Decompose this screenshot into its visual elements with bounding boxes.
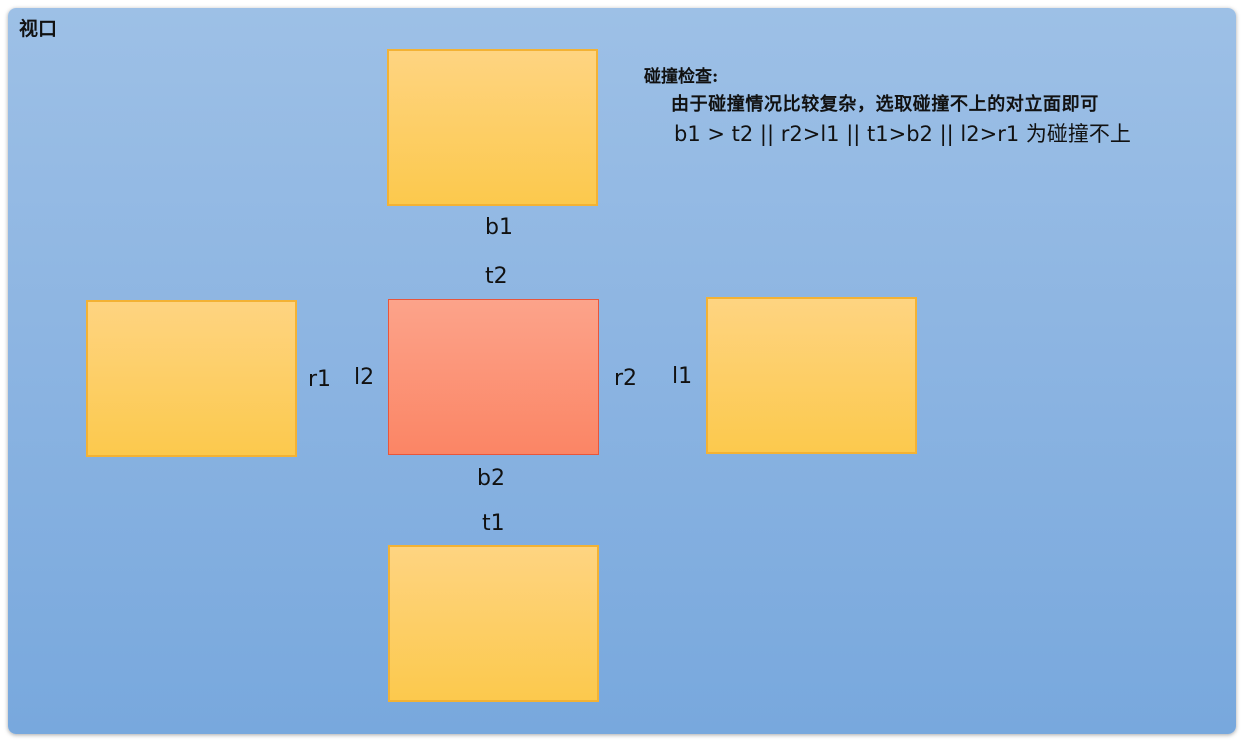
note-formula: b1 > t2 || r2>l1 || t1>b2 || l2>r1 为碰撞不上 — [674, 122, 1131, 146]
top-box — [387, 49, 598, 206]
bottom-box — [388, 545, 599, 702]
label-r2: r2 — [614, 366, 638, 391]
right-box — [706, 297, 917, 454]
center-box — [388, 299, 599, 455]
viewport-title: 视口 — [19, 18, 58, 40]
label-b2: b2 — [477, 466, 505, 491]
label-l1: l1 — [672, 364, 693, 389]
note-description: 由于碰撞情况比较复杂，选取碰撞不上的对立面即可 — [671, 94, 1099, 115]
label-t1: t1 — [482, 511, 505, 536]
label-l2: l2 — [354, 365, 375, 390]
left-box — [86, 300, 297, 457]
label-r1: r1 — [308, 367, 332, 392]
label-t2: t2 — [485, 264, 508, 289]
label-b1: b1 — [485, 215, 513, 240]
note-title: 碰撞检查: — [644, 67, 719, 87]
viewport-canvas: 视口 b1 t2 r1 l2 r2 l1 b2 t1 碰撞检查: 由于碰撞情况比… — [8, 8, 1236, 734]
